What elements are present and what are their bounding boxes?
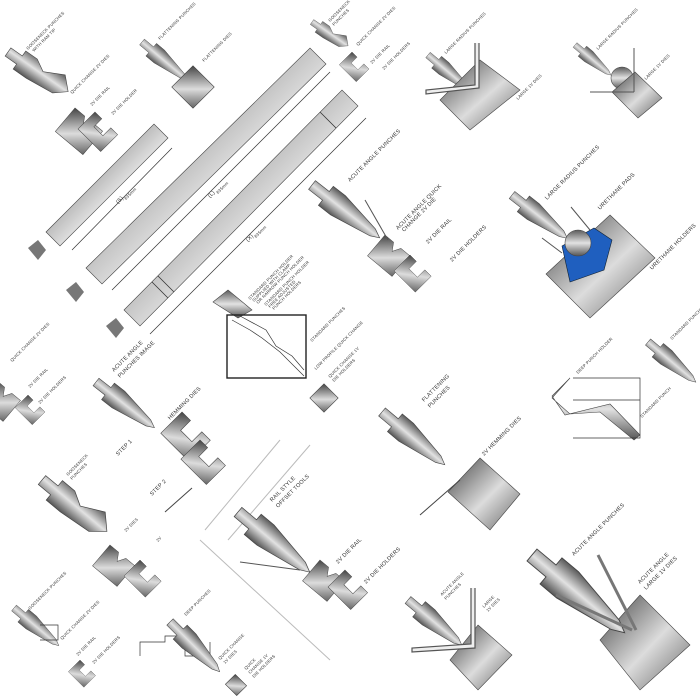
bar-l-length: 835mm <box>215 180 229 194</box>
tool-gooseneck-mid: GOOSENECK PUNCHES 2V DIES 2V <box>33 453 163 598</box>
label: 2V <box>155 535 162 542</box>
label: QUICK CHANGE 2V DIES <box>9 321 50 362</box>
label: GOOSENECK PUNCHES <box>25 10 65 50</box>
label: URETHANE HOLDERS <box>649 223 698 272</box>
tool-punch-holder: STANDARD PUNCH HOLDER SUPPLIED WITH CLAM… <box>212 254 364 413</box>
label: 2V DIE HOLDERS <box>449 224 488 263</box>
label: 2V DIE HOLDERS <box>37 375 67 405</box>
bar-x: (X) <box>106 89 367 338</box>
label: 2V DIE HOLDERS <box>363 546 402 585</box>
tool-bottom-left: GOOSENECK PUNCHES QUICK CHANGE 2V DIES 2… <box>8 570 121 688</box>
tool-hemming: ACUTE ANGLE PUNCHES IMAGE HEMMING DIES S… <box>89 340 226 513</box>
label: FLATTENING PUNCHES <box>157 1 197 41</box>
label: 2V DIE RAIL <box>89 84 111 106</box>
tool-rail-style: RAIL STYLE OFFSET TOOLS 2V DIE RAIL 2V D… <box>229 474 402 610</box>
step-1-label: STEP 1 <box>115 439 134 458</box>
label: LARGE 1V DIES <box>643 53 671 81</box>
label: 2V DIE RAIL <box>27 366 49 388</box>
label: LARGE RADIUS PUNCHES <box>544 144 601 201</box>
label: 2V DIE HOLDER <box>110 88 138 116</box>
label: 2V DIE RAIL <box>425 217 453 245</box>
tool-large-radius-2: LARGE RADIUS PUNCHES LARGE 1V DIES <box>570 7 671 119</box>
tool-gooseneck-top: GOOSENECK PUNCHES WITH RAM TIP QUICK CHA… <box>1 10 138 155</box>
label: LARGE RADIUS PUNCHES <box>443 11 487 55</box>
label: DEEP PUNCH HOLDER <box>575 336 613 374</box>
tool-urethane: LARGE RADIUS PUNCHES URETHANE PADS URETH… <box>505 144 698 319</box>
divider-lines <box>199 439 331 661</box>
label: 2V DIE RAIL <box>335 537 363 565</box>
label: GOOSENECK PUNCHES <box>27 570 67 610</box>
label: FLATTENING DIES <box>201 31 233 63</box>
label: LARGE 1V DIES <box>515 73 543 101</box>
tool-acute-quick: ACUTE ANGLE PUNCHES ACUTE ANGLE QUICK CH… <box>304 128 488 293</box>
label: 2V DIE RAIL <box>75 634 97 656</box>
bar-x-end-block <box>106 318 124 338</box>
tool-flattening-mid: FLATTENING PUNCHES 2V HEMMING DIES <box>374 373 523 531</box>
tool-left-edge: QUICK CHANGE 2V DIES 2V DIE RAIL 2V DIE … <box>0 321 67 425</box>
step-2-label: STEP 2 <box>149 479 168 498</box>
bar-s-end-block <box>28 240 46 260</box>
bar-l-label: (L) <box>207 190 217 200</box>
tool-large-radius-1: LARGE RADIUS PUNCHES LARGE 1V DIES <box>422 11 543 131</box>
label: URETHANE PADS <box>597 172 636 211</box>
label: 2V HEMMING DIES <box>481 416 523 458</box>
label: STANDARD PUNCH <box>639 386 672 419</box>
label: QUICK CHANGE 2V DIES <box>355 5 396 46</box>
tool-acute-large: ACUTE ANGLE PUNCHES ACUTE ANGLE LARGE 1V… <box>520 502 691 691</box>
label: 2V DIES <box>123 517 139 533</box>
bar-s: (S) <box>28 123 173 260</box>
bar-s-label: (S) <box>115 195 125 205</box>
label: DEEP PUNCHES <box>183 588 212 617</box>
label: LARGE RADIUS PUNCHES <box>595 7 639 51</box>
label: ACUTE ANGLE PUNCHES <box>347 128 402 183</box>
bar-x-length: 835mm <box>253 224 267 238</box>
tool-top-middle: GOOSENECK PUNCHES QUICK CHANGE 2V DIES 2… <box>308 0 411 82</box>
bar-s-length: 835mm <box>123 186 137 200</box>
tool-standard-right: STANDARD PUNCHES <box>642 304 700 390</box>
tool-bottom-mid: DEEP PUNCHES QUICK CHANGE 1V DIES QUICK … <box>139 588 276 697</box>
label: ACUTE ANGLE PUNCHES <box>571 502 626 557</box>
label: QUICK CHANGE 2V DIES <box>59 599 100 640</box>
bar-l-end-block <box>66 282 84 302</box>
bar-x-label: (X) <box>245 233 255 243</box>
tool-acute-small: ACUTE ANGLE PUNCHES LARGE 1V DIES <box>401 571 513 691</box>
label: STANDARD PUNCHES <box>309 306 346 343</box>
tool-flattening-top: FLATTENING PUNCHES FLATTENING DIES <box>136 1 233 109</box>
label: ACUTE ANGLE QUICK <box>395 183 443 231</box>
bar-l: (L) <box>66 47 331 302</box>
label: STANDARD PUNCHES <box>669 304 700 341</box>
